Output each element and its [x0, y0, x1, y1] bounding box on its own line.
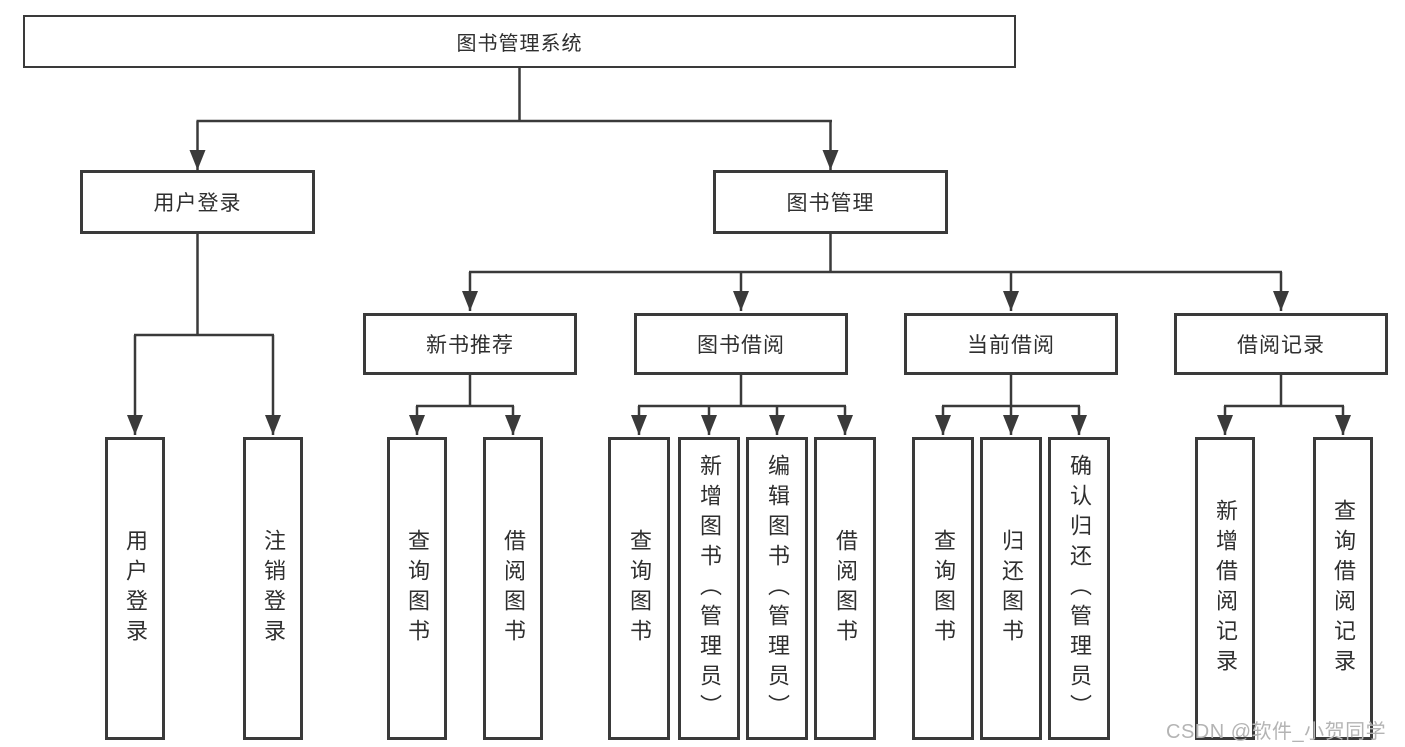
node-label: 查询借阅记录: [1331, 498, 1356, 679]
node-label: 新增图书（管理员）: [697, 453, 722, 724]
connector-new-book-recommend-to-leaves: [409, 375, 521, 435]
leaf-logout: 注销登录: [243, 437, 303, 740]
node-label: 编辑图书（管理员）: [765, 453, 790, 724]
connector-root-to-level2: [189, 67, 839, 170]
leaf-query-borrow-record: 查询借阅记录: [1313, 437, 1373, 740]
node-system-root: 图书管理系统: [23, 15, 1016, 68]
leaf-query-books-borrowing: 查询图书: [608, 437, 670, 740]
connector-current-borrowing-to-leaves: [935, 375, 1087, 435]
leaf-add-borrow-record: 新增借阅记录: [1195, 437, 1255, 740]
node-label: 图书管理系统: [456, 33, 583, 55]
leaf-borrow-books-borrowing: 借阅图书: [814, 437, 876, 740]
leaf-confirm-return-admin: 确认归还（管理员）: [1048, 437, 1110, 740]
node-label: 借阅图书: [833, 528, 858, 649]
connector-borrowing-records-to-leaves: [1217, 375, 1351, 435]
node-book-borrowing: 图书借阅: [634, 313, 848, 375]
node-label: 用户登录: [153, 192, 242, 215]
connector-user-login-to-leaves: [127, 234, 281, 435]
node-label: 注销登录: [261, 528, 286, 649]
node-label: 用户登录: [123, 528, 148, 649]
node-label: 查询图书: [931, 528, 956, 649]
leaf-query-books-current: 查询图书: [912, 437, 974, 740]
node-label: 借阅图书: [501, 528, 526, 649]
node-user-login: 用户登录: [80, 170, 315, 234]
node-label: 查询图书: [405, 528, 430, 649]
connector-book-borrowing-to-leaves: [631, 375, 853, 435]
node-new-book-recommend: 新书推荐: [363, 313, 577, 375]
node-label: 新书推荐: [426, 334, 514, 357]
node-label: 图书借阅: [697, 334, 785, 357]
leaf-borrow-books-recommend: 借阅图书: [483, 437, 543, 740]
leaf-query-books-recommend: 查询图书: [387, 437, 447, 740]
node-current-borrowing: 当前借阅: [904, 313, 1118, 375]
leaf-user-login: 用户登录: [105, 437, 165, 740]
node-borrowing-records: 借阅记录: [1174, 313, 1388, 375]
node-label: 归还图书: [999, 528, 1024, 649]
node-label: 借阅记录: [1237, 334, 1325, 357]
node-label: 当前借阅: [967, 334, 1055, 357]
node-label: 查询图书: [627, 528, 652, 649]
csdn-watermark: CSDN @软件_小贺同学: [1166, 721, 1387, 743]
node-book-management: 图书管理: [713, 170, 948, 234]
node-label: 确认归还（管理员）: [1067, 453, 1092, 724]
node-label: 新增借阅记录: [1213, 498, 1238, 679]
connector-book-management-to-level3: [462, 234, 1289, 311]
leaf-return-book: 归还图书: [980, 437, 1042, 740]
node-label: 图书管理: [786, 192, 875, 215]
leaf-edit-book-admin: 编辑图书（管理员）: [746, 437, 808, 740]
leaf-add-book-admin: 新增图书（管理员）: [678, 437, 740, 740]
